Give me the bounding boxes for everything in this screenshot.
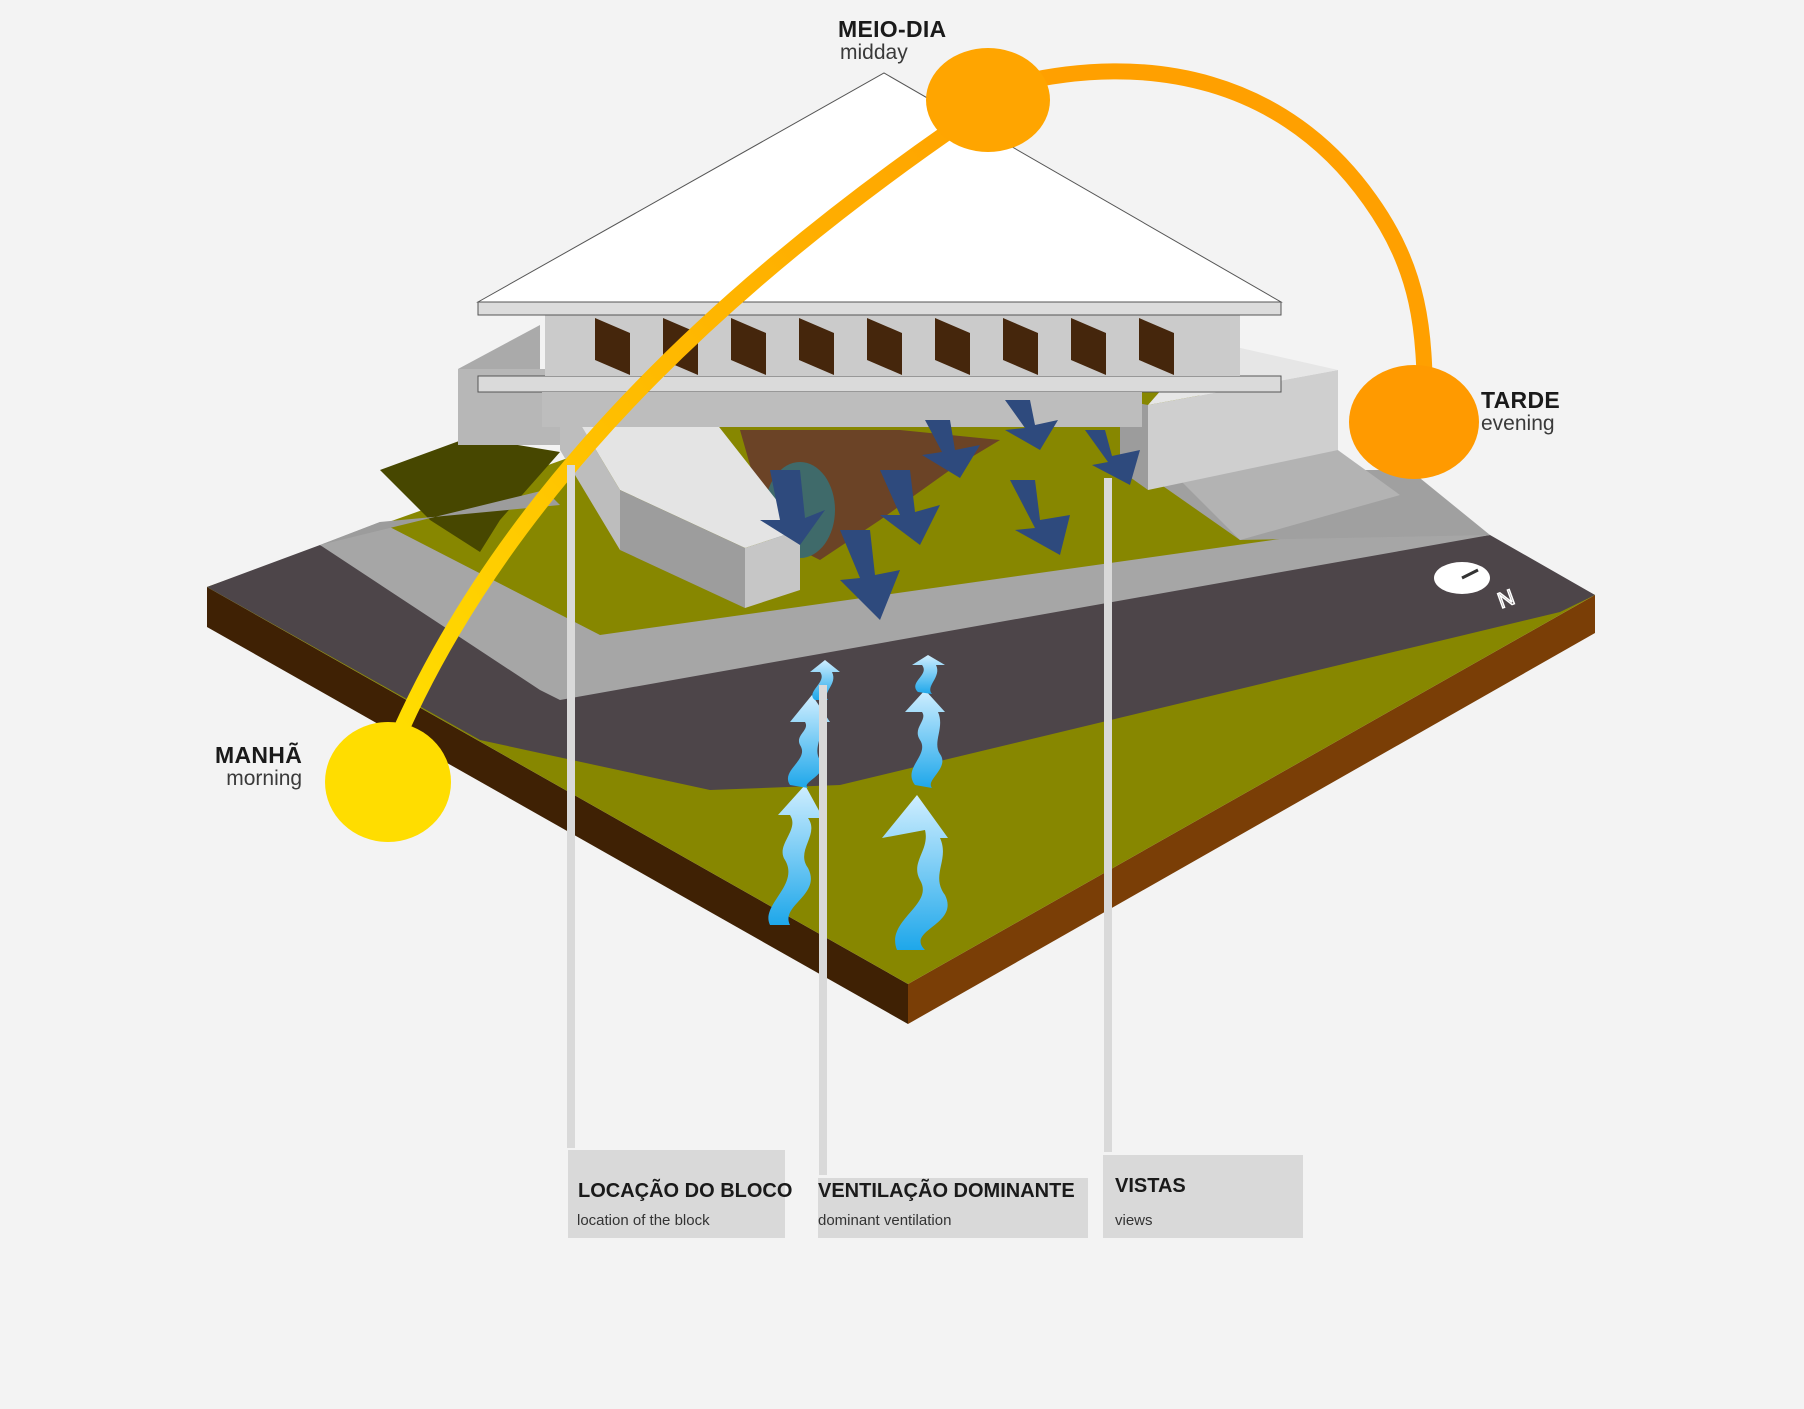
block-top xyxy=(560,390,800,548)
sidewalk-front xyxy=(320,515,1490,700)
louver xyxy=(595,318,630,375)
wind-wave-arrow xyxy=(882,795,948,950)
legend-views: VISTAS views xyxy=(1103,1155,1303,1238)
grass-shadow xyxy=(380,437,560,552)
louver xyxy=(867,318,902,375)
legend-location-subtitle: location of the block xyxy=(577,1212,710,1229)
louver xyxy=(1003,318,1038,375)
sun-morning-icon xyxy=(325,722,451,842)
sun-arc-morning xyxy=(380,102,988,768)
east-wing-front xyxy=(1148,370,1338,490)
roof-eave xyxy=(477,301,1282,316)
legend-ventilation-subtitle: dominant ventilation xyxy=(818,1212,952,1229)
wind-arrow xyxy=(922,420,980,478)
legend-location-title: LOCAÇÃO DO BLOCO xyxy=(578,1180,793,1202)
wind-wave-arrow xyxy=(810,660,840,700)
sun-path xyxy=(325,48,1479,842)
block-end xyxy=(745,530,800,608)
label-evening: TARDE evening xyxy=(1481,387,1560,436)
site-slab xyxy=(207,300,1595,1024)
ventilation-arrows-dark xyxy=(760,400,1140,620)
slab-side-left xyxy=(207,587,908,1024)
wind-arrow xyxy=(760,470,825,545)
wind-wave-arrow xyxy=(912,655,945,694)
slab-side-right xyxy=(908,595,1595,1024)
wind-arrow xyxy=(1010,480,1070,555)
wind-arrow xyxy=(1005,400,1058,450)
legend-location-of-block: LOCAÇÃO DO BLOCO location of the block xyxy=(568,1150,792,1238)
legend-views-title: VISTAS xyxy=(1115,1175,1186,1197)
sun-evening-icon xyxy=(1349,365,1479,479)
wind-wave-arrow xyxy=(905,690,945,788)
louver xyxy=(935,318,970,375)
lower-slab xyxy=(477,375,1282,393)
sun-midday-icon xyxy=(926,48,1050,152)
block-side xyxy=(560,390,620,550)
label-evening-title: TARDE xyxy=(1481,387,1561,413)
building xyxy=(458,72,1338,608)
label-midday-title: MEIO-DIA xyxy=(838,16,947,42)
wind-arrow xyxy=(1085,430,1140,485)
label-midday-subtitle: midday xyxy=(840,41,908,64)
legend-ventilation-title: VENTILAÇÃO DOMINANTE xyxy=(818,1180,1075,1202)
wind-arrow xyxy=(880,470,940,545)
louver xyxy=(1139,318,1174,375)
wind-arrow xyxy=(840,530,900,620)
leader-lines xyxy=(567,465,1112,1175)
sun-arc-evening xyxy=(1002,63,1433,418)
sidewalk-left xyxy=(320,490,560,545)
wind-wave-arrow xyxy=(768,785,823,925)
legend-dominant-ventilation: VENTILAÇÃO DOMINANTE dominant ventilatio… xyxy=(818,1178,1088,1238)
label-midday: MEIO-DIA midday xyxy=(838,16,946,65)
louver xyxy=(1071,318,1106,375)
label-morning-title: MANHÃ xyxy=(215,742,303,768)
legend-views-subtitle: views xyxy=(1115,1212,1153,1229)
label-evening-subtitle: evening xyxy=(1481,412,1555,435)
label-morning: MANHÃ morning xyxy=(215,742,302,791)
louver xyxy=(799,318,834,375)
road xyxy=(207,535,1595,790)
louver xyxy=(731,318,766,375)
label-morning-subtitle: morning xyxy=(226,767,303,790)
block-front xyxy=(620,490,745,608)
